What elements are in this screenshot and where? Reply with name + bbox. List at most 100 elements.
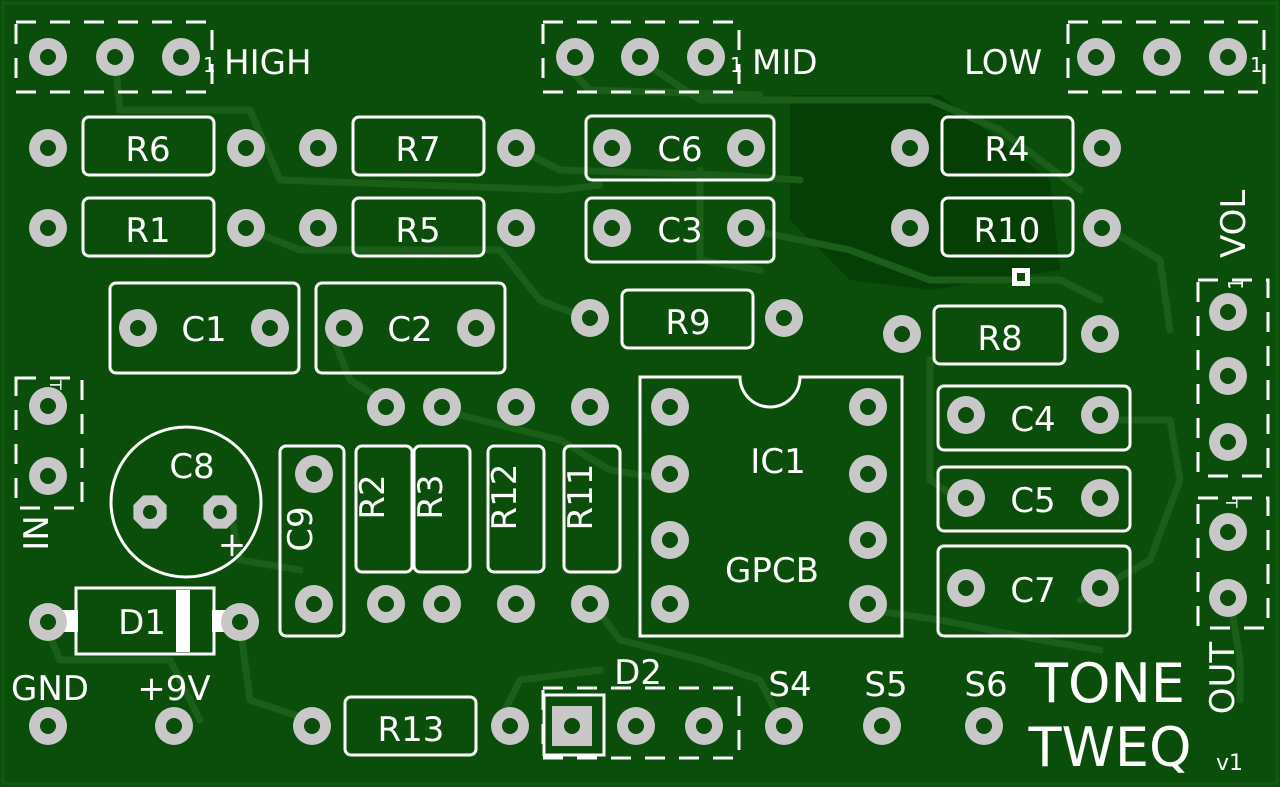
pad-hole: [232, 614, 248, 630]
pad-hole: [143, 505, 157, 519]
pad-hole: [40, 614, 56, 630]
pad-hole: [698, 49, 714, 65]
label-c2: C2: [387, 310, 432, 350]
pad-hole: [310, 220, 326, 236]
pad-hole: [860, 466, 876, 482]
pad-hole: [582, 399, 598, 415]
pad-hole: [40, 140, 56, 156]
pad-hole: [1220, 434, 1236, 450]
pad-hole: [508, 399, 524, 415]
pad-hole: [1220, 590, 1236, 606]
pad-hole: [738, 140, 754, 156]
pad-hole: [1092, 326, 1108, 342]
label-s5: S5: [864, 665, 907, 705]
label-in: IN: [17, 515, 57, 550]
label-d1: D1: [118, 603, 166, 643]
component-bodies: [74, 114, 1132, 757]
pad-hole: [310, 140, 326, 156]
pad-hole: [40, 220, 56, 236]
pad-hole: [902, 220, 918, 236]
pad-hole: [902, 140, 918, 156]
pad-hole: [40, 718, 56, 734]
label-c4: C4: [1010, 400, 1055, 440]
board-title-2: TWEQ: [1027, 716, 1191, 779]
silkscreen-outlines: [14, 20, 1270, 760]
label-r3: R3: [411, 474, 451, 519]
pad-hole: [662, 399, 678, 415]
label-mid: MID: [752, 43, 818, 83]
label-ic1: IC1: [750, 442, 805, 482]
ground-pour: [790, 95, 1060, 290]
pad-hole: [213, 505, 227, 519]
label-c6: C6: [657, 130, 702, 170]
pad-hole: [874, 718, 890, 734]
pad-hole: [40, 398, 56, 414]
pad-hole: [336, 320, 352, 336]
pad-hole: [776, 718, 792, 734]
label-c7: C7: [1010, 571, 1055, 611]
label-r11: R11: [561, 464, 601, 531]
pad-hole: [1094, 220, 1110, 236]
board-version: v1: [1216, 751, 1243, 776]
pin1-high: 1: [203, 53, 216, 77]
label-r1: R1: [125, 211, 170, 251]
pad-hole: [238, 140, 254, 156]
label-t-in: T: [46, 379, 65, 390]
pad-hole: [306, 466, 322, 482]
pad-hole: [434, 399, 450, 415]
pad-hole: [1154, 49, 1170, 65]
pad-hole: [306, 596, 322, 612]
pad-hole: [508, 220, 524, 236]
label-r8: R8: [977, 319, 1022, 359]
label-9v: +9V: [137, 669, 210, 709]
pad-hole: [860, 596, 876, 612]
pad-hole: [662, 466, 678, 482]
pad-hole: [378, 596, 394, 612]
label-d2: D2: [614, 653, 662, 693]
pad-hole: [40, 49, 56, 65]
pad-hole: [434, 596, 450, 612]
pad-hole: [1092, 580, 1108, 596]
label-gpcb: GPCB: [725, 551, 819, 591]
label-c8-plus: +: [218, 525, 247, 565]
pad-hole: [508, 596, 524, 612]
label-c8: C8: [169, 447, 214, 487]
pad-hole: [262, 320, 278, 336]
label-r6: R6: [125, 130, 170, 170]
pad-hole: [1220, 368, 1236, 384]
pad-hole: [378, 399, 394, 415]
pad-hole: [238, 220, 254, 236]
label-high: HIGH: [224, 43, 312, 83]
pad-hole: [40, 468, 56, 484]
label-r9: R9: [665, 303, 710, 343]
pad-hole: [1220, 49, 1236, 65]
pad-hole: [564, 718, 580, 734]
label-c1: C1: [181, 310, 226, 350]
pad-hole: [628, 718, 644, 734]
label-r7: R7: [395, 130, 440, 170]
label-c3: C3: [657, 211, 702, 251]
pad-hole: [958, 490, 974, 506]
silkscreen-text: HIGH MID LOW VOL 1 1 1 1 R6 R7 R1 R5 R4 …: [11, 43, 1263, 779]
label-c9: C9: [281, 506, 321, 551]
pad-hole: [130, 320, 146, 336]
pad-hole: [860, 399, 876, 415]
pads: [29, 38, 1247, 746]
pad-hole: [776, 310, 792, 326]
pad-hole: [894, 326, 910, 342]
pad-hole: [502, 718, 518, 734]
pad-hole: [1092, 490, 1108, 506]
label-s6: S6: [964, 665, 1007, 705]
pad-hole: [1220, 304, 1236, 320]
pad-hole: [582, 310, 598, 326]
pin1-mid: 1: [730, 53, 743, 77]
label-vol: VOL: [1214, 190, 1254, 258]
pad-hole: [468, 320, 484, 336]
pad-hole: [860, 532, 876, 548]
pad-hole: [976, 718, 992, 734]
label-s4: S4: [768, 665, 811, 705]
pad-hole: [604, 140, 620, 156]
pad-hole: [173, 49, 189, 65]
